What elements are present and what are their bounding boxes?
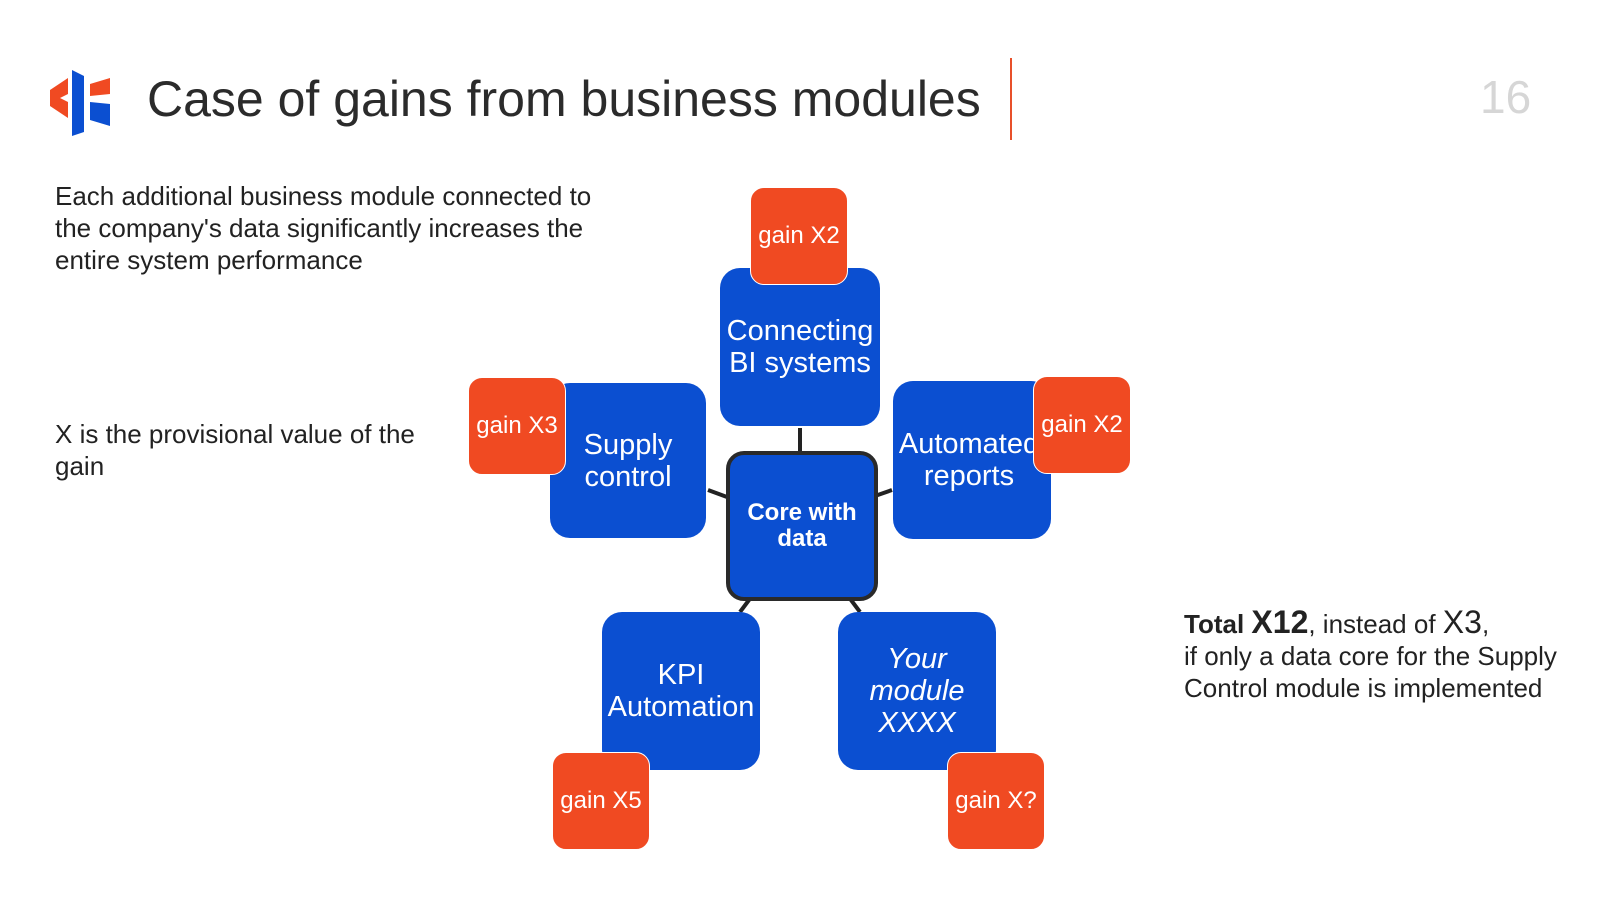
module-your-module: Your module XXXX xyxy=(838,612,996,770)
total-end: , xyxy=(1481,609,1490,639)
brand-logo-icon xyxy=(50,70,110,136)
module-kpi-automation: KPI Automation xyxy=(602,612,760,770)
page-title: Case of gains from business modules xyxy=(147,71,981,127)
gain-badge-kpi: gain X5 xyxy=(552,752,650,850)
module-supply-control: Supply control xyxy=(550,383,706,538)
total-rest: if only a data core for the Supply Contr… xyxy=(1184,641,1557,703)
gain-note-text: X is the provisional value of the gain xyxy=(55,419,415,481)
title-divider xyxy=(1010,58,1012,140)
total-label: Total xyxy=(1184,609,1245,639)
module-automated-reports: Automated reports xyxy=(893,381,1051,539)
gain-badge-supply: gain X3 xyxy=(468,377,566,475)
connector-supply xyxy=(707,488,728,499)
gain-badge-reports: gain X2 xyxy=(1033,376,1131,474)
gain-badge-your: gain X? xyxy=(947,752,1045,850)
page-number: 16 xyxy=(1480,71,1532,123)
module-bi-systems: Connecting BI systems xyxy=(720,268,880,426)
intro-text: Each additional business module connecte… xyxy=(55,181,592,275)
total-compare: X3 xyxy=(1442,604,1482,640)
gain-badge-bi: gain X2 xyxy=(750,187,848,285)
total-summary: Total X12, instead of X3, if only a data… xyxy=(1184,606,1600,704)
total-value: X12 xyxy=(1251,604,1309,640)
total-mid: , instead of xyxy=(1308,609,1436,639)
core-with-data: Core with data xyxy=(726,451,878,601)
